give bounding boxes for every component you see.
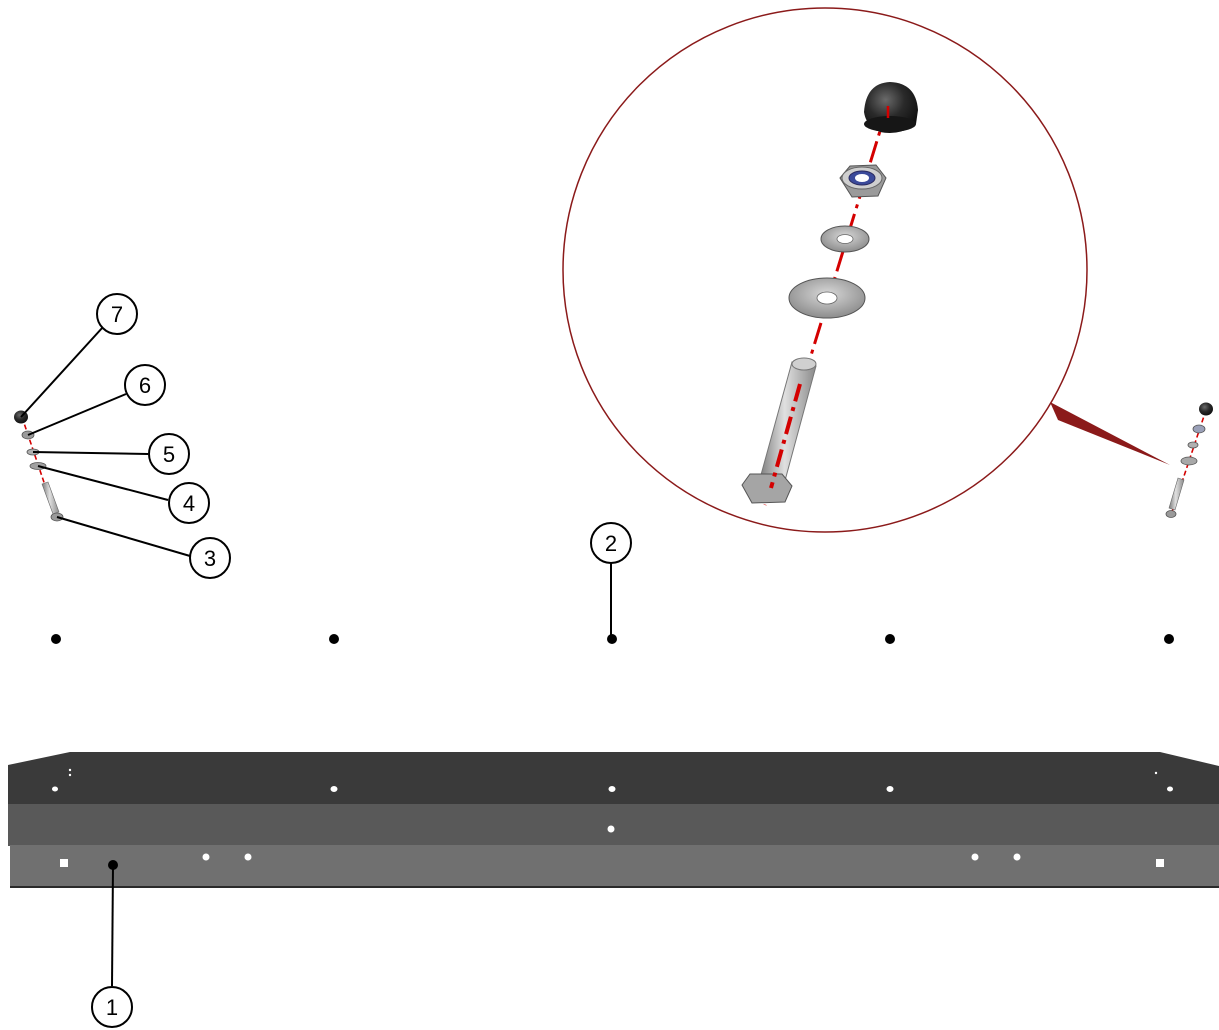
leader-line-6 (27, 393, 127, 436)
detail-pointer (1050, 402, 1170, 465)
leader-line-5 (32, 451, 149, 455)
location-point (51, 634, 61, 644)
callout-2: 2 (590, 522, 632, 564)
bar-bottom-holes (60, 853, 1164, 867)
detail-bolt (741, 357, 817, 504)
hardware-location-points (51, 634, 1174, 644)
hardware-stack-right (1165, 402, 1213, 518)
location-point (607, 634, 617, 644)
callout-3: 3 (189, 537, 231, 579)
bar-bottom-face (10, 845, 1219, 887)
callout-label: 4 (183, 491, 195, 516)
leader-endpoint-1 (108, 860, 118, 870)
bolt-shank (1168, 477, 1185, 511)
bolt-shank (41, 481, 60, 515)
detail-lock-nut (839, 164, 887, 198)
detail-view (562, 7, 1170, 533)
detail-flat-washer-large (788, 277, 866, 319)
leader-line-1 (111, 864, 114, 987)
bar-middle-face (8, 804, 1219, 846)
bolt-head (1165, 510, 1177, 518)
cap-nut (1199, 402, 1213, 416)
callout-6: 6 (124, 364, 166, 406)
callout-5: 5 (148, 433, 190, 475)
callout-4: 4 (168, 482, 210, 524)
callout-label: 1 (106, 995, 118, 1020)
callout-7: 7 (96, 293, 138, 335)
leader-lines (20, 326, 612, 987)
leader-line-3 (56, 516, 191, 557)
location-point (885, 634, 895, 644)
bar-top-face (8, 752, 1219, 806)
leader-line-7 (20, 326, 104, 418)
detail-cap-nut (864, 82, 918, 133)
bar-middle-hole (607, 825, 615, 833)
callout-label: 5 (163, 442, 175, 467)
callout-label: 7 (111, 302, 123, 327)
callout-label: 2 (605, 531, 617, 556)
lock-nut (1192, 424, 1206, 434)
bar-top-holes (52, 768, 1173, 792)
location-point (329, 634, 339, 644)
detail-circle (562, 7, 1088, 533)
callout-1: 1 (91, 986, 133, 1028)
detail-flat-washer-small (820, 225, 870, 253)
flat-washer-large (1180, 456, 1198, 466)
mounting-bar (8, 752, 1219, 888)
location-point (1164, 634, 1174, 644)
leader-line-4 (37, 465, 169, 501)
flat-washer-small (1187, 441, 1199, 449)
callout-label: 6 (139, 373, 151, 398)
callout-label: 3 (204, 546, 216, 571)
